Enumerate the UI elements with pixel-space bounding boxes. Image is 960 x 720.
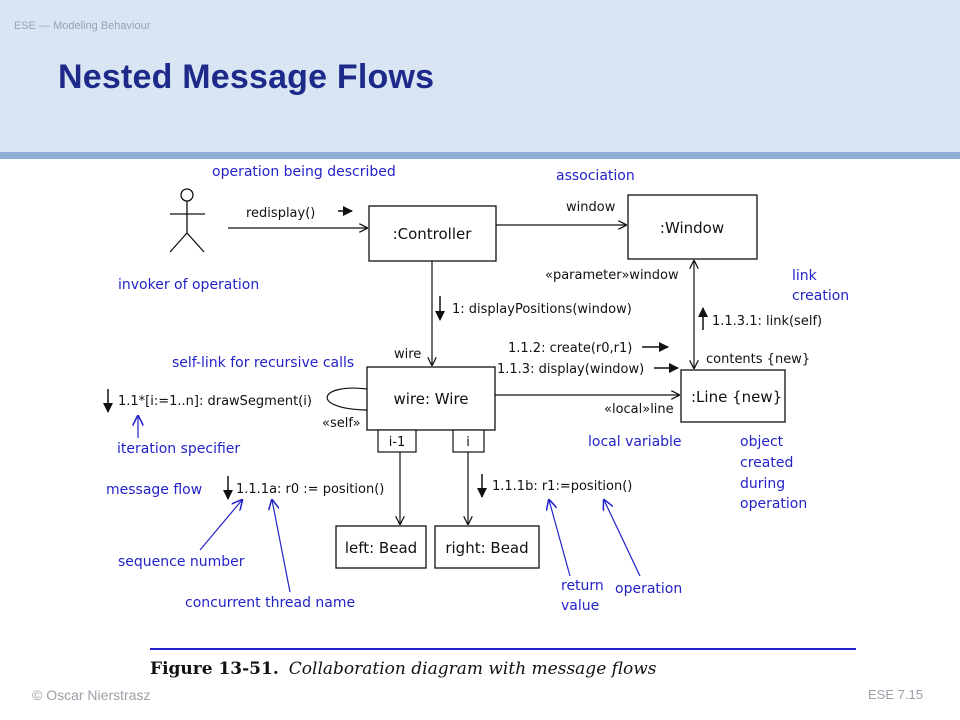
footer-copyright: © Oscar Nierstrasz (32, 687, 151, 703)
figure-number: Figure 13-51. (150, 659, 279, 679)
operation-pointer (604, 500, 641, 577)
self-link-note: self-link for recursive calls (172, 355, 354, 371)
figure-text: Collaboration diagram with message flows (289, 659, 657, 679)
line-box (680, 369, 786, 423)
controller-label: :Controller (393, 225, 473, 243)
line-label: :Line {new} (691, 388, 782, 406)
operation-described-note: operation being described (212, 164, 396, 180)
figure-caption: Figure 13-51. Collaboration diagram with … (150, 659, 657, 679)
header-rule (0, 152, 960, 159)
window-box (627, 194, 758, 260)
line-name: :Line (691, 388, 727, 406)
object-created-note-3: during (740, 476, 785, 492)
return-value-note-2: value (561, 598, 599, 614)
message-flow-note: message flow (106, 482, 202, 498)
concurrent-thread-note: concurrent thread name (185, 595, 355, 611)
association-note: association (556, 168, 635, 184)
qualifier-right-label: i (466, 435, 470, 450)
position-b-message: 1.1.1b: r1:=position() (492, 479, 632, 494)
create-message: 1.1.2: create(r0,r1) (508, 341, 632, 356)
course-label: ESE — Modeling Behaviour (14, 20, 151, 32)
header-band (0, 0, 960, 152)
object-created-note-4: operation (740, 496, 807, 512)
sequence-number-note: sequence number (118, 554, 245, 570)
actor-figure (169, 188, 205, 253)
left-bead-box (335, 525, 427, 569)
object-created-note-2: created (740, 455, 793, 471)
qualifier-left-box (377, 429, 417, 453)
concurrent-thread-pointer (272, 500, 291, 593)
draw-segment-message: 1.1*[i:=1..n]: drawSegment(i) (118, 394, 312, 409)
line-tag: {new} (732, 388, 782, 406)
display-positions-message: 1: displayPositions(window) (452, 302, 632, 317)
redisplay-message: redisplay() (246, 206, 315, 221)
right-bead-label: right: Bead (445, 539, 528, 557)
right-bead-box (434, 525, 540, 569)
self-stereotype-label: «self» (322, 416, 361, 431)
window-role-label: window (566, 200, 616, 215)
return-value-pointer (549, 500, 571, 577)
object-created-note-1: object (740, 434, 784, 450)
sequence-number-pointer (199, 500, 242, 551)
operation-note: operation (615, 581, 682, 597)
wire-box (366, 366, 496, 431)
wire-role-label: wire (394, 347, 421, 362)
left-bead-label: left: Bead (345, 539, 417, 557)
invoker-note: invoker of operation (118, 277, 259, 293)
contents-new-label: contents {new} (706, 352, 810, 367)
wire-label: wire: Wire (393, 390, 468, 408)
return-value-note-1: return (561, 578, 604, 594)
display-message: 1.1.3: display(window) (497, 362, 644, 377)
controller-box (368, 205, 497, 262)
self-link-loop (326, 387, 368, 411)
link-creation-note-2: creation (792, 288, 849, 304)
footer-page-number: ESE 7.15 (868, 687, 923, 702)
link-self-message: 1.1.3.1: link(self) (712, 314, 822, 329)
position-a-message: 1.1.1a: r0 := position() (236, 482, 384, 497)
parameter-window-label: «parameter»window (545, 268, 679, 283)
window-label: :Window (660, 219, 724, 237)
iteration-specifier-note: iteration specifier (117, 441, 240, 457)
qualifier-left-label: i-1 (389, 435, 406, 450)
slide-title: Nested Message Flows (58, 58, 435, 96)
local-line-label: «local»line (604, 402, 674, 417)
local-variable-note: local variable (588, 434, 682, 450)
link-creation-note-1: link (792, 268, 818, 284)
